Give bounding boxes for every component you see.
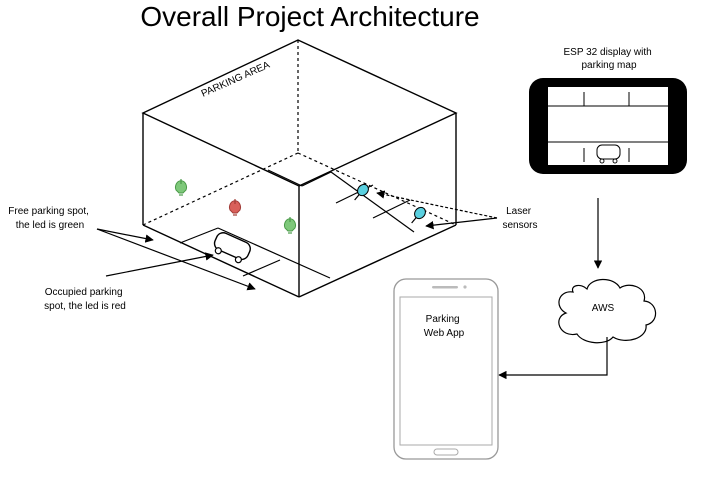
hidden-edge-left [142,152,299,226]
laser-sensors-annotation: Laser sensors [502,206,537,231]
lane-line-1 [179,227,219,244]
lane-line-2 [242,259,281,277]
laser-sensor-1-icon [354,183,369,201]
esp32-car-icon [596,144,621,164]
page-title: Overall Project Architecture [140,1,479,32]
laser-arrow-2 [425,217,498,230]
occupied-spot-arrow [105,252,214,277]
occupied-spot-annotation: Occupied parking spot, the led is red [44,287,126,312]
phone-app-label: Parking Web App [424,314,465,339]
led-free-2-icon [284,217,296,234]
lane-line-right-back [330,171,415,233]
phone-home-button [433,448,459,456]
phone-speaker [432,286,458,289]
hidden-edge-right [297,152,457,226]
phone-screen [399,296,493,446]
lane-line-divider-c [372,199,411,219]
esp32-display [529,78,687,174]
phone-camera-icon [463,285,467,289]
esp32-parking-map [548,92,668,162]
led-occupied-icon [229,199,241,216]
parking-area-hidden-edges [142,40,457,226]
parking-lane-lines [179,169,415,279]
led-free-1-icon [175,179,187,196]
parked-car-icon [213,232,251,264]
edge-bottom-right [298,224,457,298]
lane-line-divider-a [301,171,332,187]
parking-area-top-face [141,39,458,187]
free-spot-arrow-1 [96,228,154,243]
free-spot-annotation: Free parking spot, the led is green [8,206,91,231]
laser-sensor-2-icon [411,206,426,224]
cloud-to-phone-arrow [498,337,608,380]
lane-line-top [267,169,303,187]
free-spot-arrow-2 [96,228,256,291]
parking-area-label: PARKING AREA [200,60,272,100]
aws-cloud-icon [558,278,657,344]
laser-arrow-1 [376,190,498,219]
esp32-display-label: ESP 32 display with parking map [564,47,655,71]
aws-label: AWS [592,303,615,314]
parking-area-box [141,39,458,298]
phone-device [393,278,499,460]
lane-line-back-left [217,227,331,279]
edge-bottom-left [142,224,300,298]
